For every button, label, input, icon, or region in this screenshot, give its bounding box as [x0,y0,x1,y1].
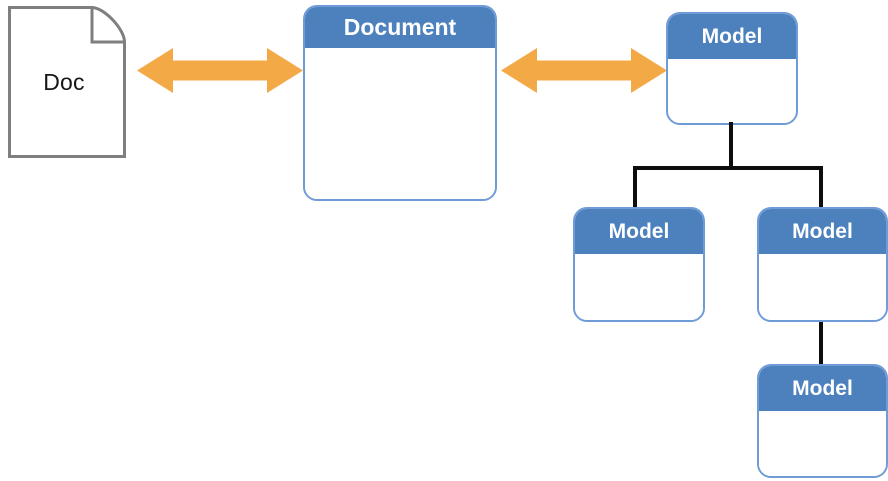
double-headed-arrow-icon [137,48,303,93]
model-child-left-node-body [575,254,703,320]
connector-root-stem [729,122,733,170]
doc-node[interactable]: Doc [8,6,126,158]
doc-node-label: Doc [43,68,85,95]
connector-branch-right-drop [819,166,823,209]
document-page-icon [8,6,126,158]
document-node-body [305,48,495,199]
model-root-node-body [668,59,796,123]
arrow-doc-to-document[interactable] [137,48,303,93]
model-child-left-node-header: Model [575,209,703,254]
document-node[interactable]: Document [303,5,497,201]
model-root-node-header: Model [668,14,796,59]
model-child-left-node[interactable]: Model [573,207,705,322]
model-grandchild-node-body [759,411,886,476]
model-root-node[interactable]: Model [666,12,798,125]
model-grandchild-node[interactable]: Model [757,364,888,478]
double-headed-arrow-icon [501,48,667,93]
model-child-right-node-header: Model [759,209,886,254]
connector-branch-left-drop [633,166,637,209]
connector-branch-horizontal [633,166,823,170]
connector-child-to-grandchild [819,320,823,366]
arrow-document-to-model[interactable] [501,48,667,93]
document-node-header: Document [305,7,495,48]
model-child-right-node-body [759,254,886,320]
model-grandchild-node-header: Model [759,366,886,411]
model-child-right-node[interactable]: Model [757,207,888,322]
